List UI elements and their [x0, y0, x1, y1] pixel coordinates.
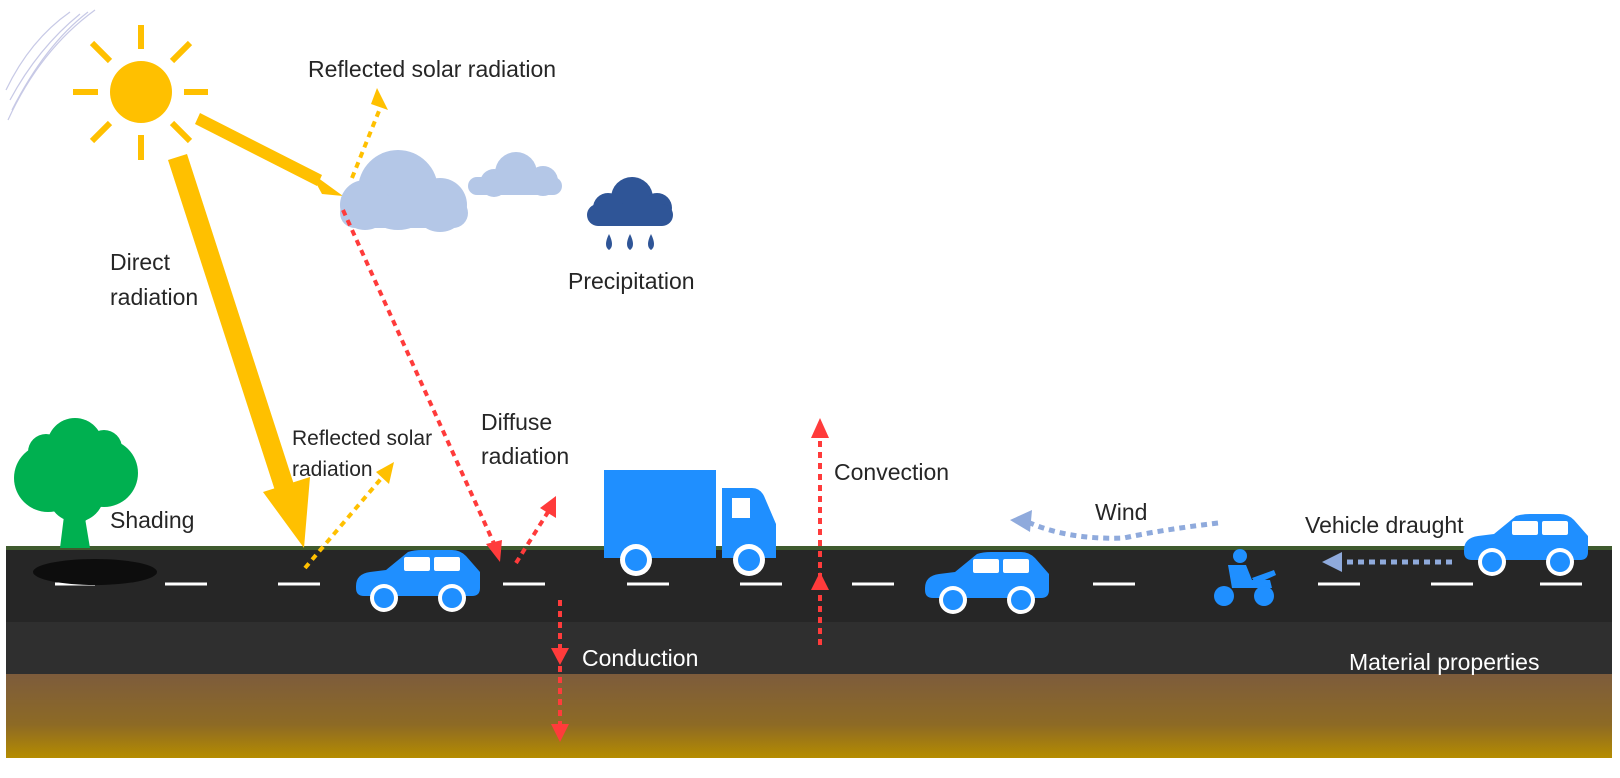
wind-arrow: [1010, 510, 1219, 541]
car-icon: [1464, 514, 1588, 576]
diffuse-radiation-arrow: [341, 209, 502, 562]
label-wind: Wind: [1095, 499, 1147, 525]
road-base-layer: [6, 622, 1612, 676]
label-direct-radiation-line2: radiation: [110, 284, 198, 310]
label-vehicle-draught: Vehicle draught: [1305, 512, 1464, 538]
sun-icon: [73, 25, 208, 160]
cloud-icon: [340, 150, 468, 232]
label-reflected-solar-radiation-low-line1: Reflected solar: [292, 427, 432, 450]
tree-shadow: [33, 559, 157, 585]
label-shading: Shading: [110, 507, 194, 533]
label-precipitation: Precipitation: [568, 268, 695, 294]
small-cloud-icon: [468, 152, 562, 197]
car-icon: [356, 550, 480, 612]
grass-edge: [6, 546, 1612, 552]
label-convection: Convection: [834, 459, 949, 485]
road-surface: [6, 550, 1612, 622]
rain-cloud-icon: [587, 177, 673, 250]
label-diffuse-radiation-line1: Diffuse: [481, 409, 552, 435]
reflected-top-arrow: [350, 88, 388, 179]
label-conduction: Conduction: [582, 645, 698, 671]
label-reflected-solar-radiation-low-line2: radiation: [292, 458, 373, 481]
label-reflected-solar-radiation-top: Reflected solar radiation: [308, 56, 556, 82]
sun-to-cloud-arrow: [195, 113, 343, 196]
car-icon: [925, 552, 1049, 614]
tree-icon: [14, 418, 138, 548]
convection-arrow: [811, 418, 829, 645]
label-direct-radiation-line1: Direct: [110, 249, 171, 275]
motorcycle-icon: [1214, 549, 1276, 606]
soil-layer: [6, 674, 1612, 758]
reflected-diffuse-arrow: [514, 496, 556, 565]
truck-icon: [604, 470, 776, 576]
reflected-low-arrow: [303, 462, 394, 570]
corner-decoration: [5, 9, 96, 121]
vehicle-draught-arrow: [1322, 552, 1452, 572]
conduction-arrow: [551, 600, 569, 742]
direct-radiation-arrow: [168, 154, 310, 548]
label-diffuse-radiation-line2: radiation: [481, 443, 569, 469]
label-material-properties: Material properties: [1349, 649, 1539, 675]
